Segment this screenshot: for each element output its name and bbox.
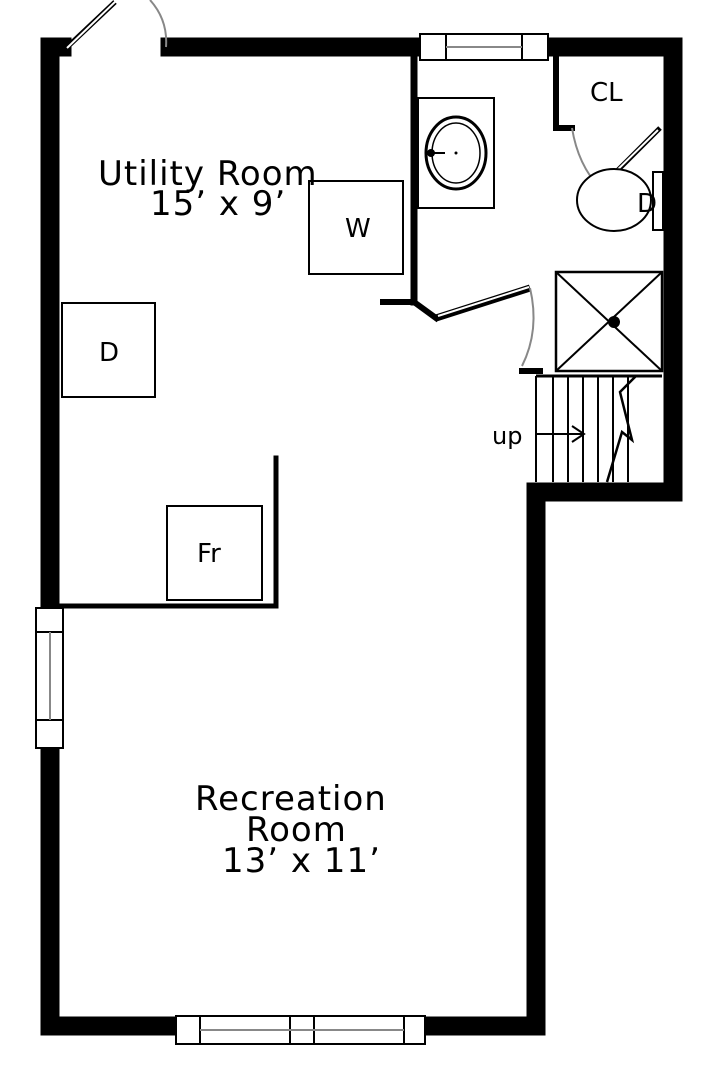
window-top — [419, 33, 549, 61]
bathroom-angled-wall — [409, 297, 441, 323]
stair-direction-label: up — [492, 422, 522, 450]
toilet-tank-label: D — [637, 189, 657, 219]
staircase — [535, 374, 662, 483]
interior-walls — [55, 51, 575, 609]
freezer-label: Fr — [197, 539, 221, 569]
dryer-label: D — [99, 338, 119, 368]
sink-icon — [417, 97, 495, 209]
utility-room-name: Utility Room — [98, 154, 318, 194]
closet-label: CL — [590, 78, 623, 108]
window-left — [35, 607, 64, 749]
dryer-icon: D — [61, 302, 156, 398]
freezer-partition — [55, 455, 279, 609]
shower-icon — [554, 270, 664, 373]
washer-label: W — [345, 214, 371, 244]
washer-icon: W — [308, 180, 404, 275]
recreation-room-label: Recreation Room 13’ x 11’ — [195, 779, 387, 881]
recreation-room-name-line2: Room — [246, 810, 347, 850]
toilet-icon: D — [576, 168, 664, 232]
bathroom-door — [434, 284, 535, 367]
entry-door — [60, 0, 168, 54]
utility-room-label: Utility Room 15’ x 9’ — [98, 154, 318, 224]
window-bottom — [175, 1015, 426, 1045]
exterior-walls — [40, 37, 683, 1036]
freezer-icon: Fr — [166, 505, 263, 601]
recreation-room-name-line1: Recreation — [195, 779, 387, 819]
utility-room-size: 15’ x 9’ — [150, 184, 286, 224]
main-wall-outline — [40, 37, 683, 1036]
recreation-room-size: 13’ x 11’ — [222, 841, 381, 881]
